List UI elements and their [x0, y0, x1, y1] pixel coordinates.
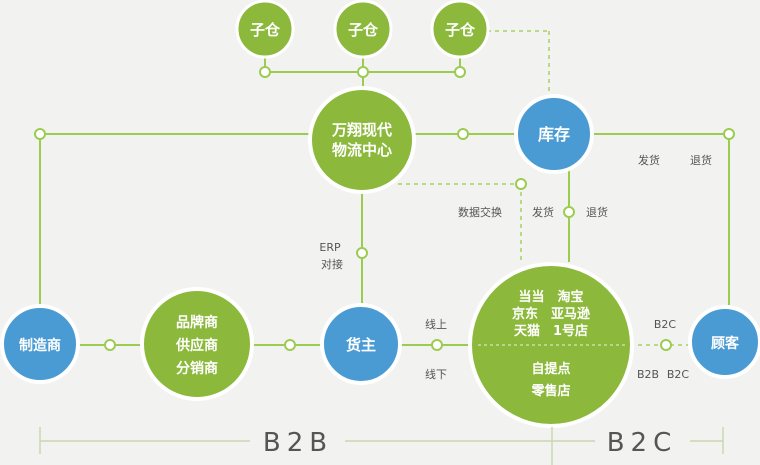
dot-b2c: [660, 339, 672, 351]
sub-warehouse-2-label: 子仓: [348, 21, 379, 39]
brand-label-line1: 品牌商: [176, 314, 218, 331]
dot-top-right: [723, 128, 735, 140]
node-owner: 货主: [320, 303, 402, 385]
online-label: 线上: [425, 317, 447, 331]
dot-data-exchange: [515, 178, 527, 190]
logistics-center-label-line1: 万翔现代: [331, 121, 392, 139]
node-sub-warehouse-2: 子仓: [333, 0, 393, 59]
return-right-label: 退货: [690, 153, 712, 167]
b2c-bottom-label: B2C: [667, 368, 690, 381]
b2c-band-label: B2C: [607, 428, 678, 458]
dot-sub3: [454, 66, 466, 78]
owner-label: 货主: [346, 336, 376, 354]
dot-ship-return: [563, 206, 575, 218]
ship-right-label: 发货: [638, 153, 660, 167]
customer-circle: [688, 305, 760, 379]
return-mid-label: 退货: [586, 205, 608, 219]
dot-center-inventory: [457, 128, 469, 140]
offline-label-line1: 自提点: [531, 361, 570, 377]
b2c-top-label: B2C: [654, 318, 677, 331]
inventory-circle: [514, 94, 594, 174]
manufacturer-circle: [0, 304, 80, 384]
node-logistics-center: 万翔现代 物流中心: [308, 86, 416, 194]
node-customer: 顾客: [688, 305, 760, 379]
node-sub-warehouse-1: 子仓: [235, 0, 295, 59]
logistics-center-label-line2: 物流中心: [332, 141, 392, 159]
dot-manufacturer-brand: [104, 339, 116, 351]
dot-brand-owner: [284, 339, 296, 351]
node-retail-channels: 当当 淘宝 京东 亚马逊 天猫 1号店 自提点 零售店: [468, 262, 634, 428]
sub-warehouse-3-circle: [430, 0, 490, 59]
dot-erp: [356, 247, 368, 259]
data-exchange-label: 数据交换: [458, 205, 502, 219]
sub-warehouse-2-circle: [333, 0, 393, 59]
node-inventory: 库存: [514, 94, 594, 174]
erp-label-line1: ERP: [319, 241, 341, 254]
brand-circle: [140, 287, 254, 401]
connector-dots: [34, 66, 735, 351]
dot-online-offline: [431, 339, 443, 351]
ship-mid-label: 发货: [532, 205, 554, 219]
node-manufacturer: 制造商: [0, 304, 80, 384]
business-band-axis: [39, 427, 724, 465]
dot-top-left: [34, 128, 46, 140]
offline-label: 线下: [425, 367, 447, 381]
brand-label-line3: 分销商: [176, 360, 218, 377]
dot-sub1: [259, 66, 271, 78]
online-label-line1: 当当 淘宝: [518, 289, 583, 305]
owner-circle: [320, 303, 402, 385]
node-sub-warehouse-3: 子仓: [430, 0, 490, 59]
dot-sub2: [357, 66, 369, 78]
sub-warehouse-1-circle: [235, 0, 295, 59]
node-brand-supplier-distributor: 品牌商 供应商 分销商: [140, 287, 254, 401]
inventory-label: 库存: [538, 125, 570, 144]
sub-warehouse-1-label: 子仓: [250, 21, 281, 39]
online-label-line2: 京东 亚马逊: [512, 306, 590, 322]
manufacturer-label: 制造商: [19, 337, 61, 354]
customer-label: 顾客: [711, 335, 740, 352]
b2b-band-label: B2B: [263, 428, 333, 458]
offline-label-line2: 零售店: [530, 383, 570, 399]
logistics-center-circle: [308, 86, 416, 194]
sub-warehouse-3-label: 子仓: [445, 21, 476, 39]
erp-label-line2: 对接: [321, 257, 343, 271]
b2b-bottom-label: B2B: [637, 368, 659, 381]
edge-labels: ERP 对接 数据交换 发货 退货 发货 退货 线上 线下 B2C B2B B2…: [319, 153, 712, 381]
online-label-line3: 天猫 1号店: [514, 323, 588, 339]
brand-label-line2: 供应商: [175, 337, 218, 354]
